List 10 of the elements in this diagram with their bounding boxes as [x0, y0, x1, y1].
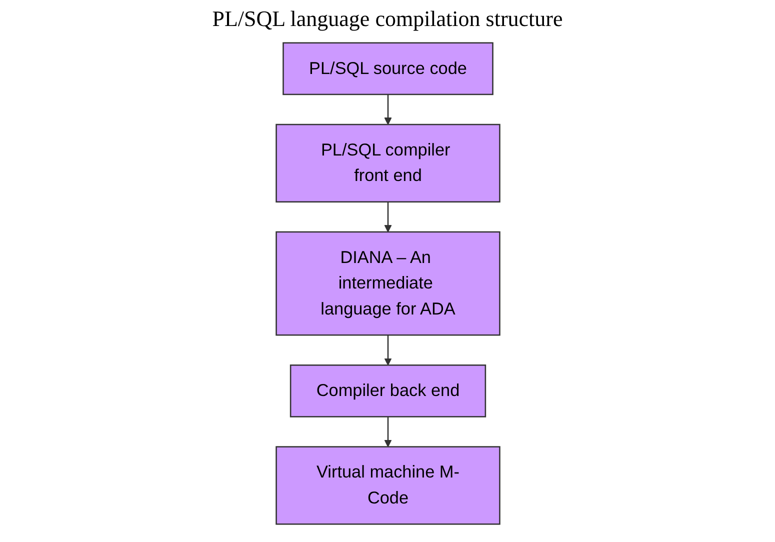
node-box: Compiler back end: [289, 364, 486, 418]
node-box: PL/SQL source code: [282, 42, 493, 96]
arrow: [384, 202, 392, 232]
node-box: Virtual machine M-Code: [275, 446, 500, 525]
arrow: [384, 94, 392, 125]
arrow: [384, 335, 392, 366]
node-box: DIANA – An intermediate language for ADA: [275, 231, 500, 336]
arrow: [384, 416, 392, 448]
diagram-title: PL/SQL language compilation structure: [211, 6, 564, 32]
node-box: PL/SQL compiler front end: [275, 124, 500, 202]
